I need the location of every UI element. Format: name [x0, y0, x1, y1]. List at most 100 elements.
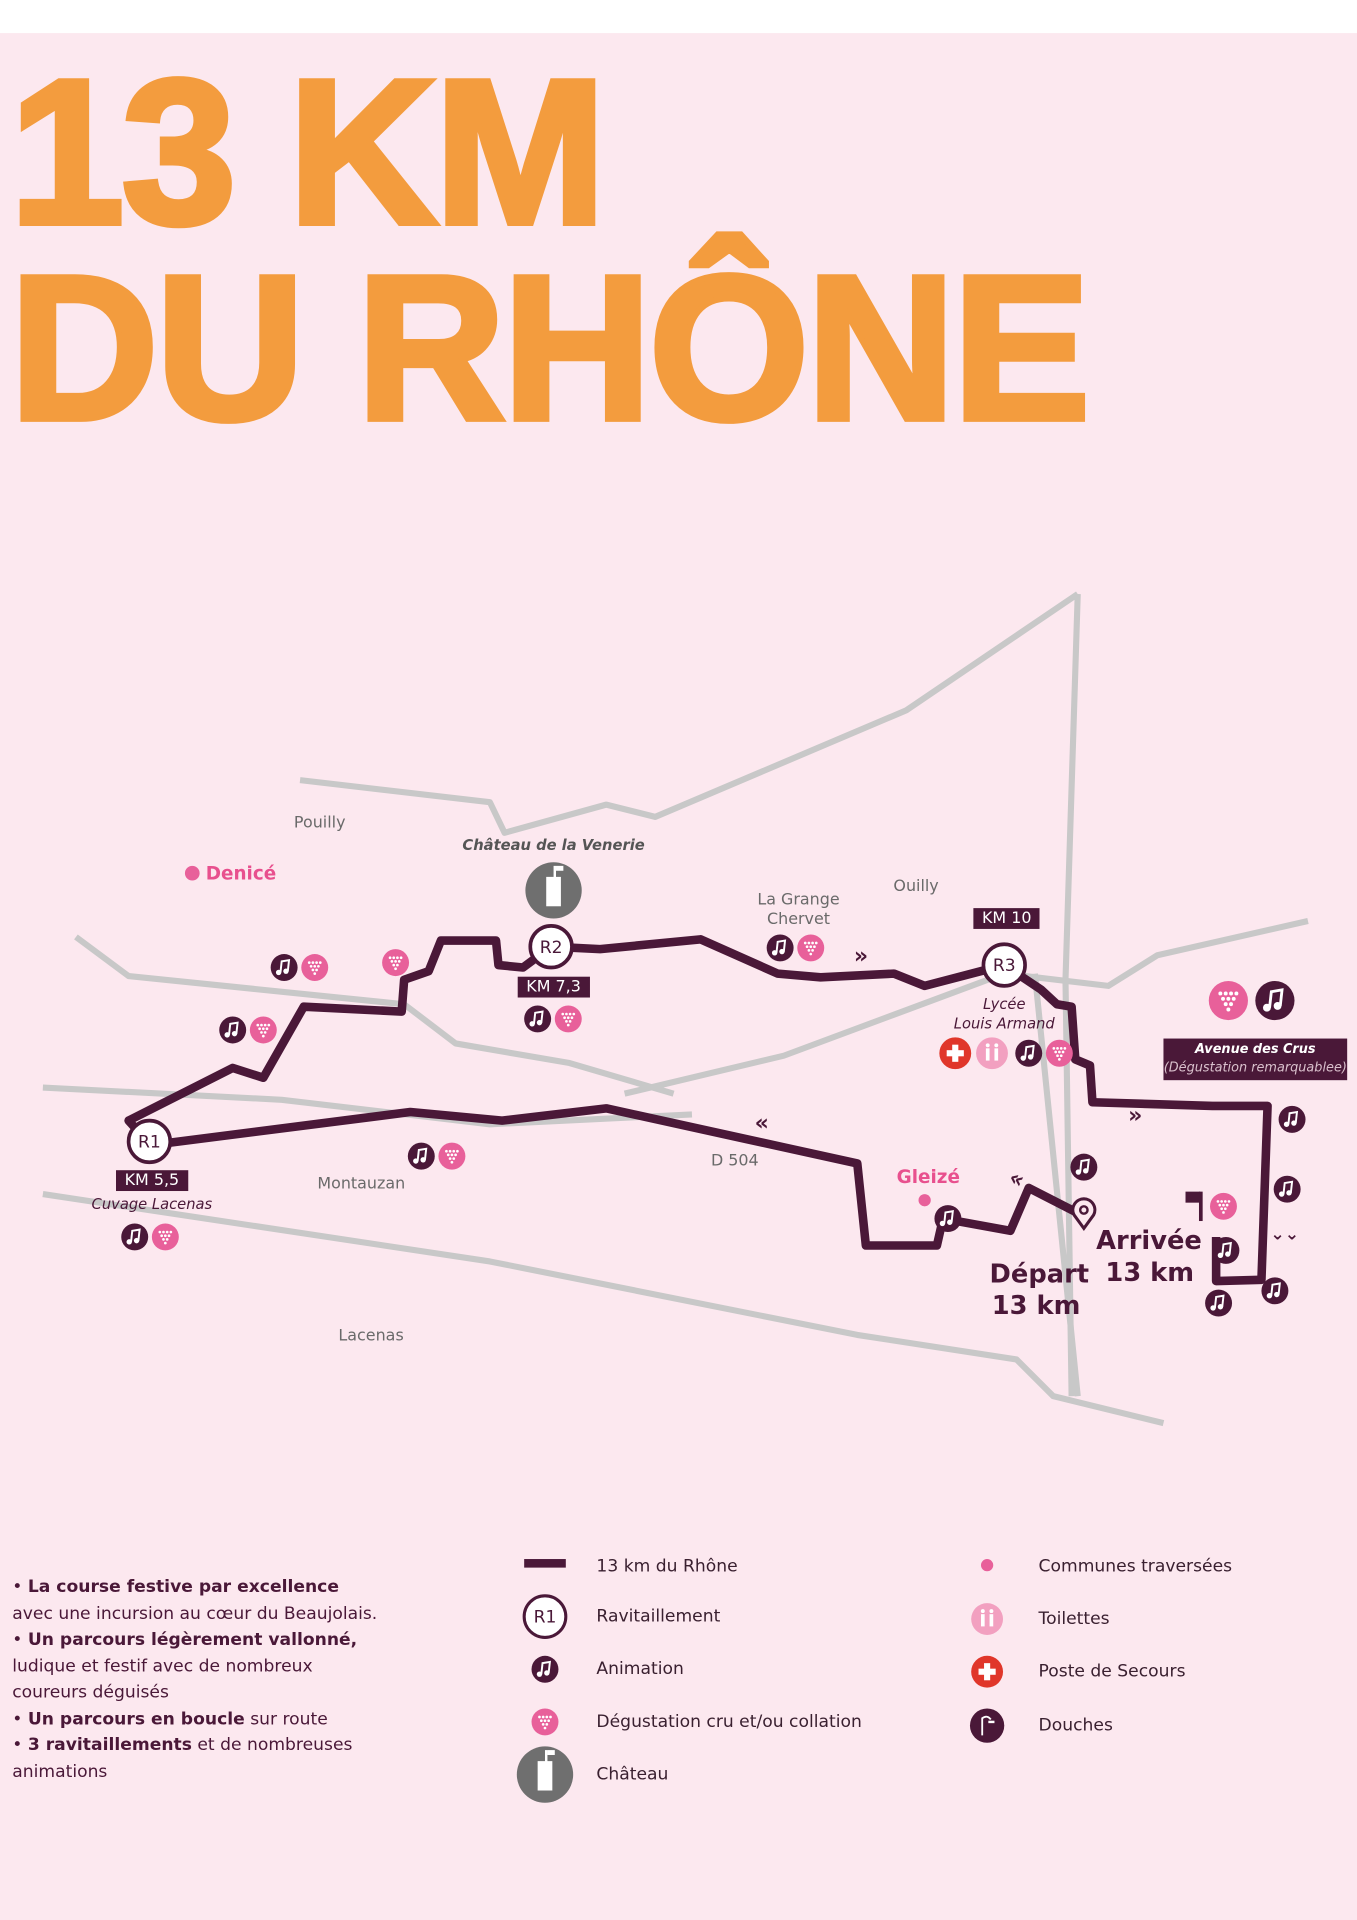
legend-communes: Communes traversées [1038, 1556, 1233, 1577]
race-notes: • La course festive par excellence avec … [12, 1575, 379, 1786]
direction-back-icon: « [754, 1110, 769, 1136]
direction-forward-icon: » [853, 943, 869, 970]
music-note-icon [121, 1223, 149, 1251]
finish-label: Arrivée 13 km [1096, 1225, 1202, 1289]
refreshment-marker-r1: R1 [126, 1118, 173, 1165]
chateau-marker [525, 862, 582, 919]
top-band [0, 0, 1357, 34]
toilets-icon [976, 1037, 1008, 1070]
music-note-icon [1070, 1153, 1098, 1181]
road-d504: D 504 [710, 1151, 759, 1171]
music-note-icon [1261, 1277, 1289, 1305]
place-chateau-venerie: Château de la Venerie [462, 836, 645, 854]
title-line-2: DU RHÔNE [7, 232, 1093, 463]
legend-chateau: Château [596, 1764, 669, 1785]
note-bold: Un parcours légèrement vallonné, [27, 1630, 358, 1650]
music-note-icon [934, 1205, 962, 1233]
start-pin-icon [1071, 1197, 1097, 1231]
refreshment-marker-r2: R2 [528, 924, 574, 970]
roads [42, 591, 1309, 1427]
commune-dot-icon [980, 1559, 994, 1572]
music-note-icon [1278, 1105, 1306, 1133]
start-label: Départ 13 km [989, 1258, 1090, 1322]
title-line-1: 13 KM [7, 36, 609, 267]
music-note-icon [407, 1142, 435, 1170]
commune-gleize: Gleizé [896, 1165, 960, 1188]
grape-icon [531, 1708, 559, 1736]
note-item: • Un parcours en boucle sur route [12, 1709, 328, 1729]
place-cuvage-lacenas: Cuvage Lacenas [91, 1195, 213, 1213]
refreshment-marker-r3: R3 [981, 942, 1027, 988]
music-note-icon [1205, 1289, 1233, 1317]
grape-icon [382, 949, 410, 977]
road [42, 1191, 1165, 1427]
place-ouilly: Ouilly [893, 877, 939, 896]
commune-denice: Denicé [205, 862, 277, 885]
note-text: ludique et festif avec de nombreux coure… [12, 1656, 313, 1703]
finish-flag-icon [1185, 1191, 1203, 1222]
grape-icon [301, 954, 329, 981]
note-text: avec une incursion au cœur du Beaujolais… [12, 1603, 378, 1624]
km-box-r2: KM 7,3 [517, 976, 590, 998]
place-lycee-line2: Louis Armand [953, 1015, 1055, 1033]
note-item: • 3 ravitaillements et de nombreuses ani… [12, 1735, 353, 1782]
music-note-icon [1273, 1175, 1301, 1203]
commune-dot-icon [184, 865, 200, 881]
km-box-r3: KM 10 [973, 908, 1041, 929]
grape-icon [151, 1223, 179, 1251]
refreshment-id: R2 [540, 938, 563, 958]
note-bold: 3 ravitaillements [27, 1735, 192, 1755]
road [1031, 973, 1081, 1397]
legend-degustation: Dégustation cru et/ou collation [596, 1712, 862, 1732]
km-box-r1: KM 5,5 [116, 1170, 188, 1192]
road [74, 934, 675, 1097]
place-grange-line2: Chervet [766, 910, 831, 929]
note-text: et de nombreuses animations [12, 1735, 353, 1782]
chateau-legend-icon [516, 1746, 574, 1803]
grape-icon [1210, 1192, 1237, 1220]
road [299, 591, 1080, 836]
route-line-swatch [524, 1559, 566, 1568]
avenue-des-crus-box: Avenue des Crus (Dégustation remarquable… [1163, 1038, 1348, 1081]
place-montauzan: Montauzan [317, 1175, 406, 1194]
place-pouilly: Pouilly [293, 813, 346, 833]
start-line1: Départ [989, 1258, 1090, 1289]
music-note-icon [270, 954, 298, 981]
music-note-icon [524, 1005, 552, 1033]
place-lacenas: Lacenas [338, 1326, 404, 1346]
commune-dot-icon [918, 1194, 931, 1207]
direction-forward-icon: » [1128, 1102, 1143, 1129]
grape-icon [797, 934, 825, 962]
music-note-icon [1015, 1039, 1043, 1067]
shower-icon [969, 1708, 1005, 1743]
refreshment-legend-icon: R1 [522, 1594, 568, 1639]
place-lycee-line1: Lycée [982, 995, 1026, 1013]
direction-down-icon: ⌄⌄ [1270, 1224, 1300, 1245]
first-aid-cross-icon [939, 1037, 972, 1070]
grape-icon [1045, 1039, 1073, 1067]
legend-secours: Poste de Secours [1038, 1661, 1186, 1682]
toilets-icon [971, 1603, 1004, 1635]
grape-icon [249, 1016, 277, 1044]
finish-line1: Arrivée [1096, 1225, 1202, 1256]
music-note-icon [1255, 980, 1295, 1021]
music-note-icon [766, 934, 794, 962]
note-text: sur route [244, 1709, 328, 1729]
place-grange-line1: La Grange [757, 890, 840, 910]
note-bold: Un parcours en boucle [27, 1709, 245, 1729]
refreshment-sample: R1 [534, 1608, 557, 1628]
music-note-icon [531, 1655, 559, 1683]
grape-icon [1208, 980, 1248, 1021]
finish-line2: 13 km [1105, 1257, 1195, 1288]
legend-douches: Douches [1038, 1715, 1113, 1736]
music-note-icon [219, 1016, 247, 1044]
grape-icon [438, 1142, 466, 1170]
start-line2: 13 km [991, 1290, 1081, 1321]
refreshment-id: R1 [138, 1133, 161, 1153]
avenue-subtitle: (Dégustation remarquablee) [1163, 1060, 1347, 1076]
music-note-icon [1212, 1236, 1240, 1264]
avenue-title: Avenue des Crus [1195, 1042, 1316, 1057]
refreshment-id: R3 [993, 956, 1016, 976]
